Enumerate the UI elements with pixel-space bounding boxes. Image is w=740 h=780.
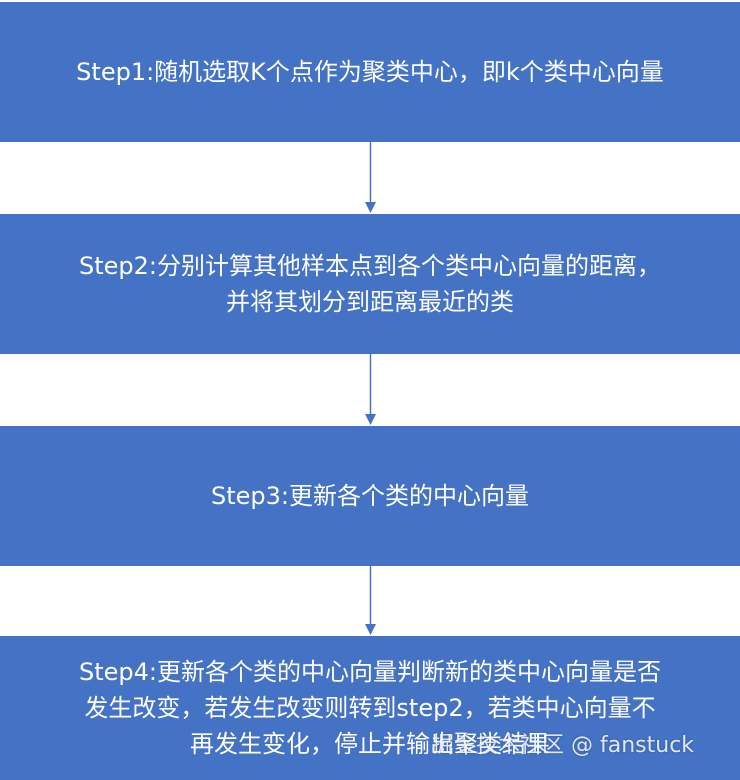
arrow-1-2 <box>365 142 376 213</box>
step-3-box: Step3:更新各个类的中心向量 <box>0 426 740 566</box>
arrow-2-3 <box>365 354 376 425</box>
step-2-text-line-2: 并将其划分到距离最近的类 <box>226 288 514 316</box>
step-4-text-line-3: 再发生变化，停止并输出聚类结果 <box>190 730 550 758</box>
step-1-box: Step1:随机选取K个点作为聚类中心，即k个类中心向量 <box>0 2 740 142</box>
watermark: 掘金技术社区 @ fanstuck <box>432 733 695 758</box>
step-4-text-line-1: Step4:更新各个类的中心向量判断新的类中心向量是否 <box>79 658 661 686</box>
step-4-box: Step4:更新各个类的中心向量判断新的类中心向量是否 发生改变，若发生改变则转… <box>0 636 740 780</box>
step-1-text-line-1: Step1:随机选取K个点作为聚类中心，即k个类中心向量 <box>76 58 664 86</box>
step-2-box: Step2:分别计算其他样本点到各个类中心向量的距离， 并将其划分到距离最近的类 <box>0 214 740 354</box>
step-2-text-line-1: Step2:分别计算其他样本点到各个类中心向量的距离， <box>79 252 661 280</box>
step-3-text-line-1: Step3:更新各个类的中心向量 <box>211 482 529 510</box>
step-4-text-line-2: 发生改变，若发生改变则转到step2，若类中心向量不 <box>84 694 656 722</box>
arrow-3-4 <box>365 566 376 635</box>
